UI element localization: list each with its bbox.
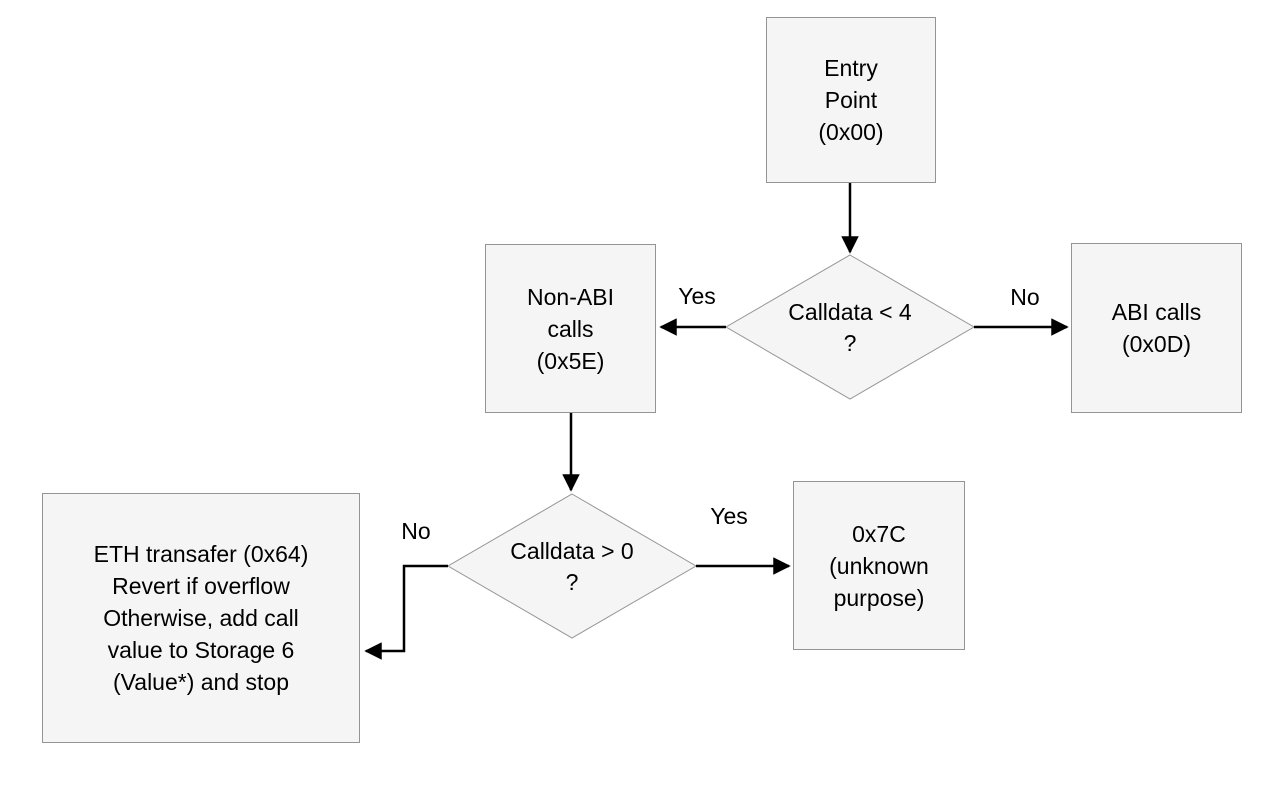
edge-label-d1-no: No [1010,284,1040,310]
node-0x7c-unknown: 0x7C (unknown purpose) [793,481,965,650]
decision-calldata-gt-0-label: Calldata > 0 ? [510,538,634,595]
node-abi-calls: ABI calls (0x0D) [1071,243,1242,413]
decision-diamond-calldata-gt-0 [447,493,697,639]
node-non-abi-calls-label: Non-ABI calls (0x5E) [527,283,614,374]
node-eth-transfer: ETH transafer (0x64) Revert if overflow … [42,493,360,743]
edge-label-d1-yes: Yes [678,283,716,309]
decision-diamond-calldata-lt-4 [725,254,975,400]
edge-calldata-gt-0-no-to-eth-transfer [364,564,448,660]
node-eth-transfer-label: ETH transafer (0x64) Revert if overflow … [93,541,309,695]
edge-label-d2-no: No [401,518,431,544]
node-0x7c-unknown-label: 0x7C (unknown purpose) [829,520,929,611]
edge-label-d2-yes: Yes [710,503,748,529]
node-entry-point: Entry Point (0x00) [766,17,936,183]
node-abi-calls-label: ABI calls (0x0D) [1111,299,1202,357]
node-entry-point-label: Entry Point (0x00) [818,55,884,145]
node-non-abi-calls: Non-ABI calls (0x5E) [485,244,656,413]
decision-calldata-lt-4-label: Calldata < 4 ? [788,299,912,356]
